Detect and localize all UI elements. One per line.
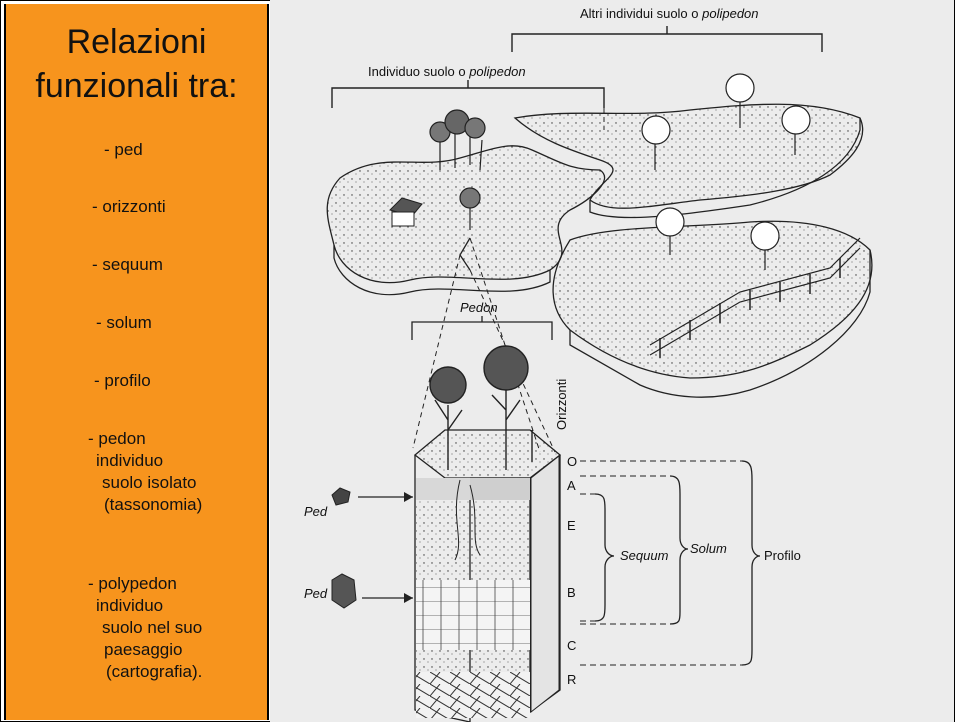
pedon-bracket [412,316,552,340]
profilo-brace [742,461,760,665]
horizon-c: C [567,638,576,653]
item-polypedon-line-3: suolo nel suo [102,618,202,638]
solum-brace [670,476,688,624]
item-polypedon: - polypedon [88,574,177,594]
sequum-label: Sequum [620,548,669,563]
item-profilo: - profilo [94,371,151,391]
polypedon-east [553,221,872,378]
ped-arrowhead-1 [404,492,413,502]
soil-diagram: Altri individui suolo o polipedon Indivi… [270,0,954,722]
pedon-column [415,430,560,722]
profilo-label: Profilo [764,548,801,563]
ped-2-icon [332,574,356,608]
altri-bracket [512,26,822,52]
horizon-a: A [567,478,576,493]
horizon-r: R [567,672,576,687]
item-sequum: - sequum [92,255,163,275]
sequum-brace [595,494,614,621]
item-solum: - solum [96,313,152,333]
sidebar-panel: Relazioni funzionali tra: - ped - orizzo… [4,4,269,720]
soil-diagram-svg: Altri individui suolo o polipedon Indivi… [270,0,954,722]
individuo-label: Individuo suolo o polipedon [368,64,526,79]
ped-1-icon [332,488,350,505]
ped-label-1: Ped [304,504,328,519]
individuo-bracket [332,80,604,108]
horizon-b: B [567,585,576,600]
item-pedon-line-4: (tassonomia) [104,495,202,515]
ped-arrowhead-2 [404,593,413,603]
item-ped: - ped [104,140,143,160]
title-line-2: funzionali tra: [35,67,237,105]
altri-label: Altri individui suolo o polipedon [580,6,759,21]
item-polypedon-line-5: (cartografia). [106,662,202,682]
slide-title: Relazioni funzionali tra: [6,20,267,108]
orizzonti-label: Orizzonti [554,379,569,430]
horizon-boundaries [580,461,742,665]
item-orizzonti: - orizzonti [92,197,166,217]
item-pedon-line-2: individuo [96,451,163,471]
solum-label: Solum [690,541,727,556]
title-line-1: Relazioni [67,23,207,61]
item-polypedon-line-2: individuo [96,596,163,616]
item-pedon-line-3: suolo isolato [102,473,197,493]
horizon-e: E [567,518,576,533]
item-polypedon-line-4: paesaggio [104,640,182,660]
horizon-o: O [567,454,577,469]
item-pedon: - pedon [88,429,146,449]
pedon-label: Pedon [460,300,498,315]
ped-label-2: Ped [304,586,328,601]
